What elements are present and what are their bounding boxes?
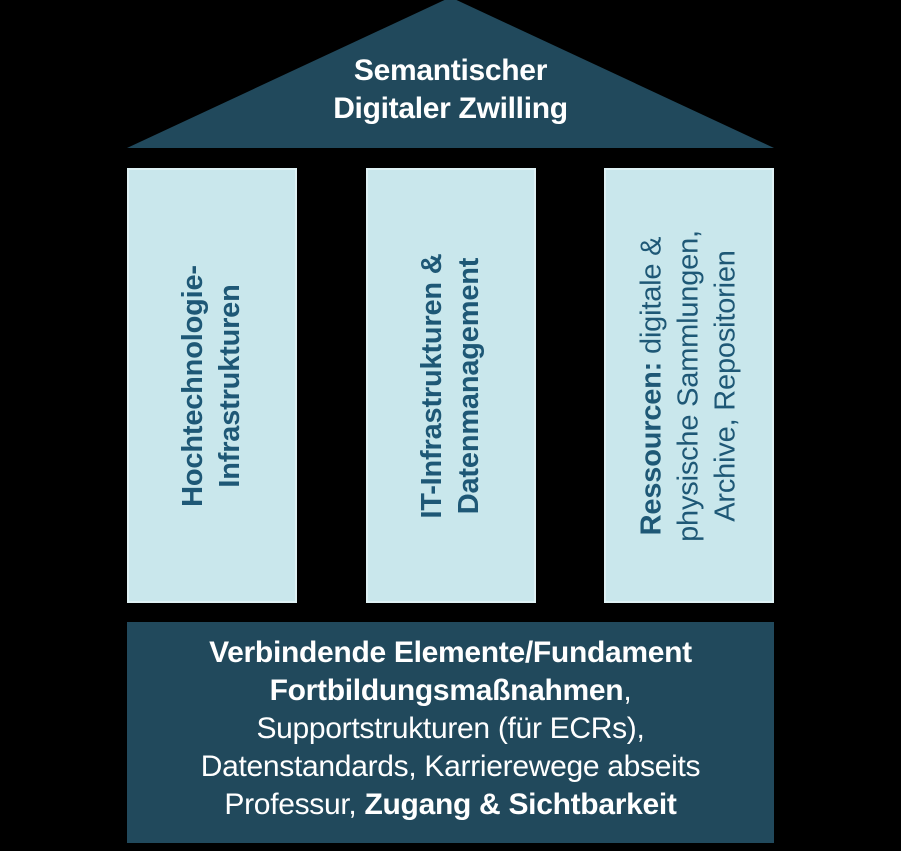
foundation-line-2-rest: , bbox=[623, 674, 632, 707]
pillar-3-line-1-rest: digitale & bbox=[635, 236, 668, 362]
foundation-line-2: Fortbildungsmaßnahmen, bbox=[127, 672, 774, 710]
pillar-1-line-2: Infrastrukturen bbox=[214, 283, 246, 488]
pillar-hochtechnologie-infrastrukturen: Hochtechnologie- Infrastrukturen bbox=[127, 168, 297, 603]
pillar-2-line-2: Datenmanagement bbox=[453, 257, 485, 514]
foundation-line-2-bold: Fortbildungsmaßnahmen bbox=[269, 674, 624, 707]
foundation-line-5-pre: Professur, bbox=[224, 788, 365, 821]
foundation-line-5: Professur, Zugang & Sichtbarkeit bbox=[127, 786, 774, 824]
pillar-hochtechnologie-label: Hochtechnologie- Infrastrukturen bbox=[175, 265, 249, 507]
foundation-line-5-bold: Zugang & Sichtbarkeit bbox=[364, 788, 677, 821]
pillar-2-line-1: IT-Infrastrukturen & bbox=[416, 252, 448, 519]
pillar-ressourcen: Ressourcen: digitale & physische Sammlun… bbox=[604, 168, 774, 603]
foundation-block: Verbindende Elemente/Fundament Fortbildu… bbox=[127, 622, 774, 843]
pillar-3-line-2: physische Sammlungen, bbox=[672, 229, 705, 542]
pillar-1-line-1: Hochtechnologie- bbox=[177, 264, 209, 507]
pillar-it-label: IT-Infrastrukturen & Datenmanagement bbox=[414, 253, 488, 518]
foundation-line-4: Datenstandards, Karrierewege abseits bbox=[200, 750, 701, 783]
roof-title: Semantischer Digitaler Zwilling bbox=[127, 52, 774, 128]
pillar-ressourcen-label: Ressourcen: digitale & physische Sammlun… bbox=[634, 230, 745, 542]
roof-title-line1: Semantischer bbox=[353, 54, 548, 87]
roof-title-line2: Digitaler Zwilling bbox=[333, 92, 568, 125]
pillar-3-line-1: Ressourcen: digitale & bbox=[634, 230, 671, 542]
foundation-line-3: Supportstrukturen (für ECRs), bbox=[256, 712, 645, 745]
pillar-3-line-1-bold: Ressourcen: bbox=[635, 361, 668, 535]
pillar-it-infrastrukturen-datenmanagement: IT-Infrastrukturen & Datenmanagement bbox=[366, 168, 536, 603]
foundation-line-1: Verbindende Elemente/Fundament bbox=[209, 636, 692, 669]
roof-pediment: Semantischer Digitaler Zwilling bbox=[127, 0, 774, 148]
pillar-3-line-3: Archive, Repositorien bbox=[709, 249, 742, 522]
